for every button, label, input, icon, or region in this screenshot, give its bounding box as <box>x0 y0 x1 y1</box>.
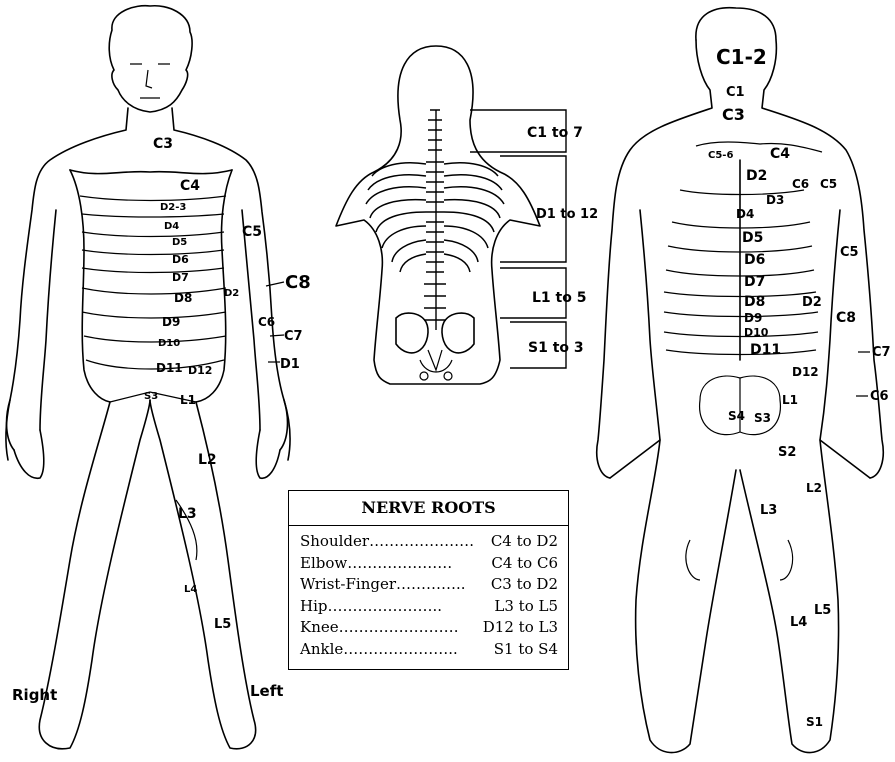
front-label-l2: L2 <box>198 452 217 468</box>
table-row: Elbow ………………… C4 to C6 <box>300 553 558 575</box>
back-label-s2: S2 <box>778 445 796 460</box>
row-dots: ………………… <box>369 531 491 553</box>
back-label-c6-arm: C6 <box>870 389 889 404</box>
vertebrae <box>424 110 446 330</box>
table-row: Shoulder ………………… C4 to D2 <box>300 531 558 553</box>
bracket-s1-3: S1 to 3 <box>528 340 584 356</box>
row-range: C4 to D2 <box>491 531 558 553</box>
side-label-right: Right <box>12 686 57 704</box>
front-label-d10: D10 <box>158 338 180 349</box>
back-label-d11: D11 <box>750 342 781 358</box>
back-label-d3: D3 <box>766 193 784 207</box>
table-row: Ankle ………………….. S1 to S4 <box>300 639 558 661</box>
side-label-left: Left <box>250 682 283 700</box>
front-label-d4: D4 <box>164 221 179 232</box>
table-row: Knee …………………… D12 to L3 <box>300 617 558 639</box>
back-label-d9: D9 <box>744 311 762 325</box>
front-label-l5: L5 <box>214 617 231 632</box>
nerve-roots-table: NERVE ROOTS Shoulder ………………… C4 to D2 El… <box>288 490 569 670</box>
table-row: Hip ………………….. L3 to L5 <box>300 596 558 618</box>
back-label-c1-2: C1-2 <box>716 45 767 69</box>
back-label-d2: D2 <box>746 168 767 184</box>
back-label-c3: C3 <box>722 105 745 124</box>
back-label-s1: S1 <box>806 715 823 729</box>
row-name: Wrist-Finger <box>300 574 396 596</box>
front-label-c3: C3 <box>153 136 173 152</box>
front-label-d1: D1 <box>280 357 300 372</box>
back-label-d5: D5 <box>742 230 763 246</box>
front-label-d11: D11 <box>156 361 183 375</box>
row-dots: …………………… <box>339 617 483 639</box>
back-label-d7: D7 <box>744 274 765 290</box>
row-range: C4 to C6 <box>491 553 558 575</box>
back-label-l4: L4 <box>790 615 807 630</box>
front-label-d2-3: D2-3 <box>160 202 186 213</box>
row-name: Shoulder <box>300 531 369 553</box>
front-label-l4: L4 <box>184 584 197 595</box>
back-label-c5-arm: C5 <box>840 245 859 260</box>
row-dots: ………………….. <box>327 596 494 618</box>
table-title: NERVE ROOTS <box>289 491 568 526</box>
front-label-d6: D6 <box>172 253 189 266</box>
front-label-c8: C8 <box>285 272 311 293</box>
back-label-c8: C8 <box>836 310 856 326</box>
bracket-c1-7: C1 to 7 <box>527 125 583 141</box>
front-label-d5: D5 <box>172 237 187 248</box>
back-label-d10: D10 <box>744 326 769 339</box>
front-label-d12: D12 <box>188 364 212 377</box>
spine-brackets <box>470 110 566 368</box>
row-dots: ………….. <box>396 574 491 596</box>
back-label-d12: D12 <box>792 365 819 379</box>
front-labels: C3 C4 D2-3 D4 D5 D6 D7 D8 D9 D10 D11 D12… <box>12 136 311 704</box>
front-body <box>6 6 290 749</box>
front-label-d2: D2 <box>224 288 239 299</box>
front-label-d7: D7 <box>172 271 189 284</box>
row-dots: ………………… <box>347 553 491 575</box>
back-label-l2: L2 <box>806 481 822 495</box>
table-row: Wrist-Finger ………….. C3 to D2 <box>300 574 558 596</box>
ribs <box>366 163 504 272</box>
bracket-l1-5: L1 to 5 <box>532 290 586 306</box>
front-label-l3: L3 <box>178 506 197 522</box>
front-label-l1: L1 <box>180 393 196 407</box>
front-label-d9: D9 <box>162 315 180 329</box>
back-label-d6: D6 <box>744 252 765 268</box>
back-labels: C1-2 C1 C3 C5-6 C4 D2 C6 C5 D3 D4 D5 D6 … <box>708 45 891 729</box>
row-dots: ………………….. <box>343 639 494 661</box>
row-range: C3 to D2 <box>491 574 558 596</box>
back-label-c7: C7 <box>872 345 891 360</box>
row-name: Elbow <box>300 553 347 575</box>
front-label-c5: C5 <box>242 224 262 240</box>
spine-figure: C1 to 7 D1 to 12 L1 to 5 S1 to 3 <box>336 46 598 384</box>
row-name: Knee <box>300 617 339 639</box>
front-label-s3: S3 <box>144 391 158 402</box>
row-range: L3 to L5 <box>494 596 558 618</box>
front-label-c4: C4 <box>180 178 200 194</box>
back-label-s4: S4 <box>728 409 745 423</box>
row-range: S1 to S4 <box>494 639 558 661</box>
back-label-d2-arm: D2 <box>802 295 822 310</box>
back-label-c1: C1 <box>726 85 745 100</box>
front-label-c6: C6 <box>258 315 275 329</box>
row-name: Ankle <box>300 639 343 661</box>
back-label-d8: D8 <box>744 294 765 310</box>
bracket-d1-12: D1 to 12 <box>536 207 598 222</box>
row-name: Hip <box>300 596 327 618</box>
back-label-c5: C5 <box>820 177 837 191</box>
front-label-d8: D8 <box>174 291 192 305</box>
back-label-c6: C6 <box>792 177 809 191</box>
back-label-s3: S3 <box>754 411 771 425</box>
table-rows: Shoulder ………………… C4 to D2 Elbow ………………… … <box>289 526 568 660</box>
back-label-l5: L5 <box>814 603 831 618</box>
row-range: D12 to L3 <box>483 617 558 639</box>
back-label-c4: C4 <box>770 146 790 162</box>
back-label-l3: L3 <box>760 503 777 518</box>
back-label-d4: D4 <box>736 207 754 221</box>
back-label-c5-6: C5-6 <box>708 150 733 161</box>
back-label-l1: L1 <box>782 393 798 407</box>
front-label-c7: C7 <box>284 329 303 344</box>
